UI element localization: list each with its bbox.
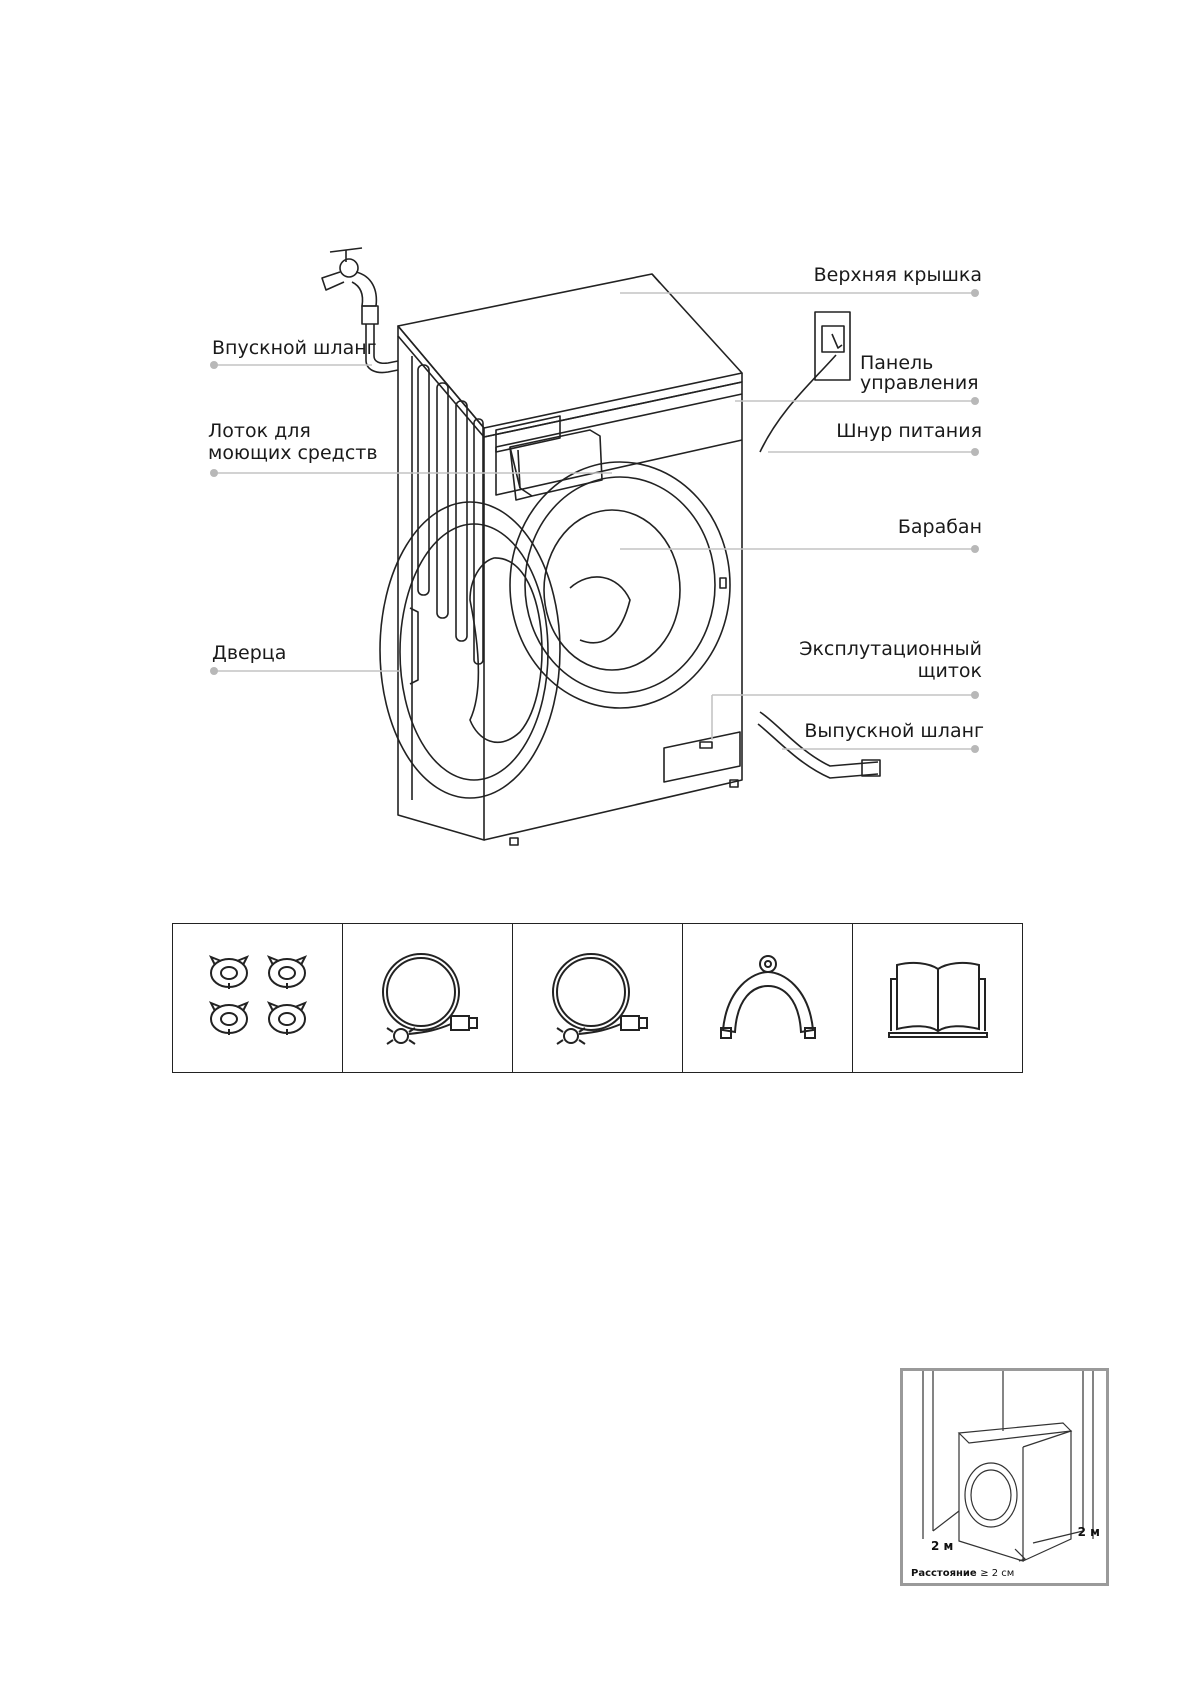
clearance-prefix: Расстояние — [911, 1568, 981, 1579]
label-inlet-hose: Впускной шланг — [212, 337, 377, 359]
manual-book-icon — [887, 961, 988, 1038]
clearance-caption: Расстояние ≥ 2 см — [911, 1568, 1014, 1579]
label-drain-hose: Выпускной шланг — [804, 720, 984, 742]
accessory-cell-inlet-hose — [342, 923, 513, 1073]
label-power-cord: Шнур питания — [836, 420, 982, 442]
accessory-cell-drain-hose — [512, 923, 683, 1073]
label-control-panel-line1: Панель — [860, 352, 934, 374]
detergent-drawer — [509, 429, 603, 497]
right-distance-label: 2 м — [1077, 1525, 1100, 1539]
label-service-panel-line2: щиток — [917, 660, 982, 682]
drain-hose-outlet-icon — [757, 711, 881, 779]
label-detergent-tray-line1: Лоток для — [208, 420, 311, 442]
clearance-value: ≥ 2 см — [980, 1568, 1015, 1579]
drain-hose-icon — [551, 953, 648, 1045]
installation-space-figure: 2 м 2 м Расстояние ≥ 2 см — [900, 1368, 1109, 1586]
label-top-cover: Верхняя крышка — [813, 264, 982, 286]
accessories-table — [172, 923, 1023, 1073]
space-illustration — [922, 1371, 1094, 1562]
hose-hanger-icon — [719, 955, 816, 1039]
door — [379, 501, 561, 799]
label-service-panel-line1: Эксплутационный — [799, 638, 982, 660]
accessory-cell-feet-caps — [172, 923, 343, 1073]
left-distance-label: 2 м — [931, 1539, 954, 1553]
label-drum: Барабан — [897, 516, 982, 538]
wall-socket-icon — [814, 311, 851, 381]
accessory-cell-manual — [852, 923, 1023, 1073]
faucet-icon — [321, 247, 399, 374]
front-panel — [483, 381, 743, 841]
service-panel — [663, 731, 741, 783]
feet-caps-icon — [208, 955, 307, 1035]
label-control-panel-line2: управления — [860, 372, 979, 394]
accessory-cell-hose-hanger — [682, 923, 853, 1073]
label-detergent-tray-line2: моющих средств — [208, 442, 378, 464]
washing-machine-diagram — [210, 247, 979, 846]
label-door: Дверца — [212, 642, 287, 664]
drum — [509, 461, 731, 709]
inlet-hose-icon — [381, 953, 478, 1045]
